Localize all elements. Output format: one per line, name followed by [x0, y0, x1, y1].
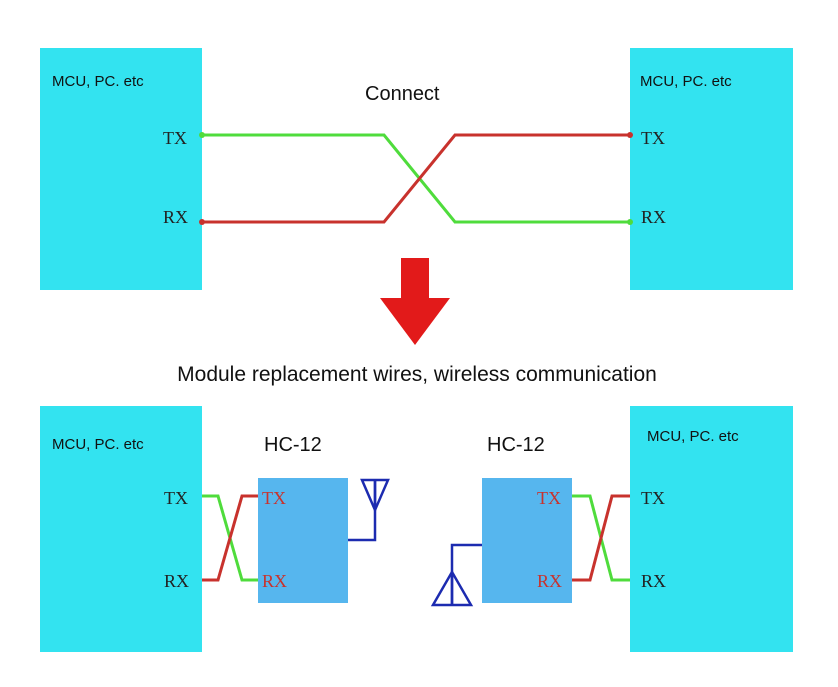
antenna-icon — [430, 543, 482, 607]
top-left-mcu-label: MCU, PC. etc — [52, 73, 144, 90]
top-right-rx-label: RX — [641, 207, 666, 227]
bottom-right-tx-wire — [572, 494, 630, 582]
top-left-rx-label: RX — [163, 207, 188, 227]
top-tx-wire — [202, 133, 630, 224]
left-module-tx-label: TX — [262, 488, 286, 508]
top-left-tx-dot — [199, 132, 205, 138]
top-left-tx-label: TX — [163, 128, 187, 148]
module-caption: Module replacement wires, wireless commu… — [177, 363, 657, 386]
right-hc12-module — [482, 478, 572, 603]
bottom-right-mcu-label: MCU, PC. etc — [647, 428, 739, 445]
bottom-left-mcu-rx-label: RX — [164, 571, 189, 591]
bottom-right-mcu-tx-label: TX — [641, 488, 665, 508]
top-right-rx-dot — [627, 219, 633, 225]
connect-label: Connect — [365, 83, 440, 105]
top-rx-wire — [202, 133, 630, 224]
bottom-left-mcu-box — [40, 406, 202, 652]
right-module-rx-label: RX — [537, 571, 562, 591]
bottom-right-mcu-box — [630, 406, 793, 652]
top-right-tx-label: TX — [641, 128, 665, 148]
bottom-right-mcu-rx-label: RX — [641, 571, 666, 591]
top-left-mcu-box — [40, 48, 202, 290]
bottom-left-mcu-tx-label: TX — [164, 488, 188, 508]
left-hc12-title: HC-12 — [264, 434, 322, 456]
top-right-mcu-label: MCU, PC. etc — [640, 73, 732, 90]
down-arrow-icon — [380, 258, 450, 345]
left-hc12-module — [258, 478, 348, 603]
left-module-rx-label: RX — [262, 571, 287, 591]
top-right-tx-dot — [627, 132, 633, 138]
antenna-icon — [348, 478, 390, 542]
top-right-mcu-box — [630, 48, 793, 290]
bottom-left-mcu-label: MCU, PC. etc — [52, 436, 144, 453]
top-left-rx-dot — [199, 219, 205, 225]
right-module-tx-label: TX — [537, 488, 561, 508]
right-hc12-title: HC-12 — [487, 434, 545, 456]
bottom-left-rx-wire — [202, 494, 258, 582]
